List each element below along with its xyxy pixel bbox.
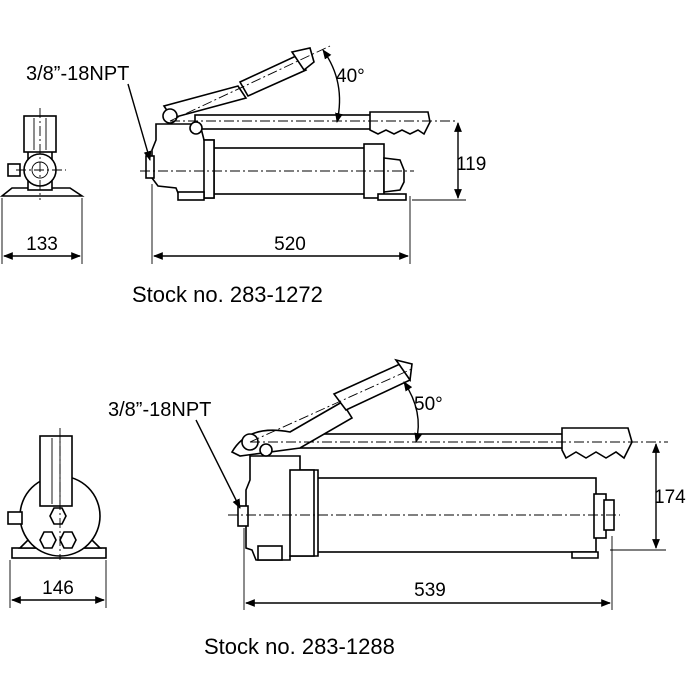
pump1-width-label: 133 <box>26 234 58 255</box>
pump2-end-view <box>7 428 107 560</box>
pump1-height-dimension: 119 <box>412 122 486 201</box>
pump2-length-label: 539 <box>414 580 446 601</box>
pump1-height-label: 119 <box>456 154 486 175</box>
pump1-length-dimension: 520 <box>151 184 411 264</box>
pump1-stock-label: Stock no. 283-1272 <box>132 282 323 307</box>
pump2-width-dimension: 146 <box>9 560 107 608</box>
pump1-end-view <box>0 108 85 200</box>
pump1-thread-label: 3/8”-18NPT <box>26 63 129 85</box>
pump2-width-label: 146 <box>42 578 74 599</box>
pump2-height-dimension: 174 <box>610 443 686 551</box>
pump2-height-label: 174 <box>654 487 686 508</box>
pump1-side-view: 40° 3/8”-18NPT <box>26 45 455 201</box>
pump2-stock-label: Stock no. 283-1288 <box>204 634 395 659</box>
pump2-angle-label: 50° <box>414 394 443 415</box>
pump2-thread-label: 3/8”-18NPT <box>108 399 211 421</box>
pump1-length-label: 520 <box>274 234 306 255</box>
pump1-width-dimension: 133 <box>1 198 83 264</box>
pump1-angle-label: 40° <box>336 66 365 87</box>
pump2-side-view: 50° 3/8”-18NPT <box>108 358 668 561</box>
pump2-length-dimension: 539 <box>243 528 613 610</box>
